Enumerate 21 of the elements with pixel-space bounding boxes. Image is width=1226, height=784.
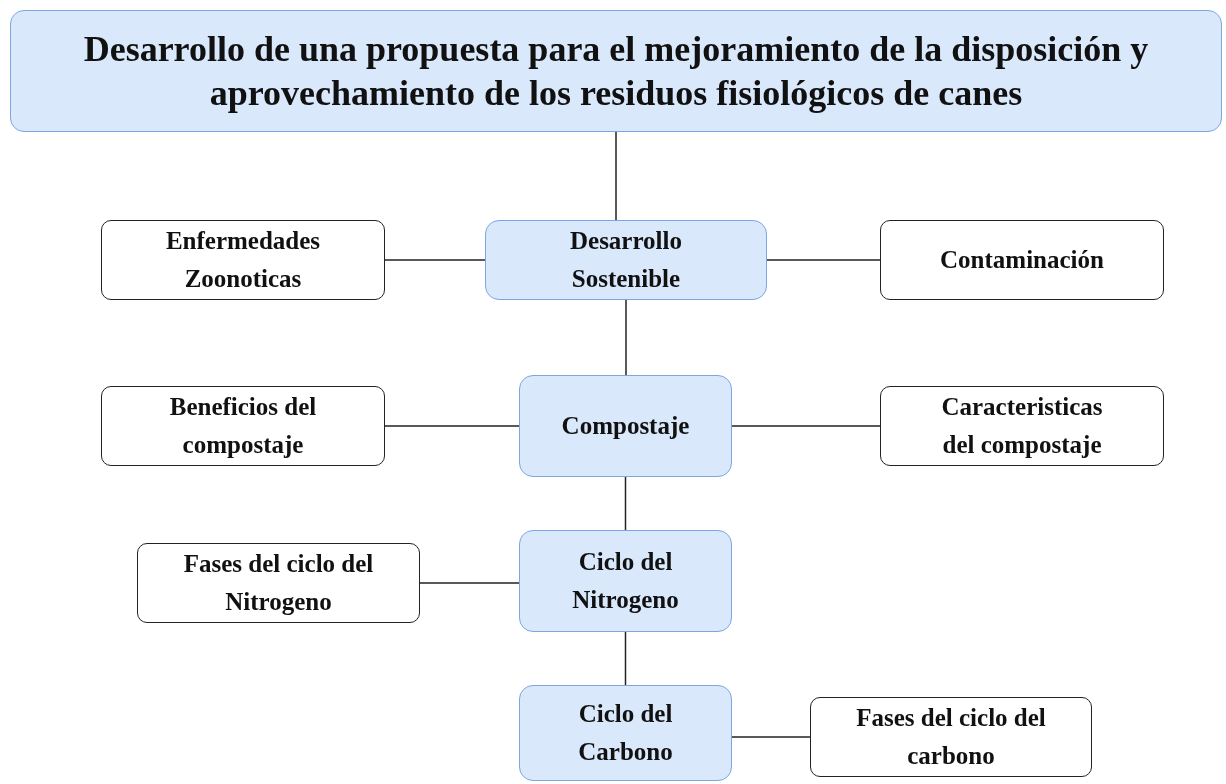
concept-box: Contaminación bbox=[880, 220, 1164, 300]
concept-box: Compostaje bbox=[519, 375, 732, 477]
connector-line bbox=[419, 582, 520, 584]
connector-line bbox=[731, 736, 811, 738]
connector-line bbox=[625, 299, 627, 376]
concept-box: Fases del ciclo del carbono bbox=[810, 697, 1092, 777]
concept-box: Fases del ciclo del Nitrogeno bbox=[137, 543, 420, 623]
concept-box: Enfermedades Zoonoticas bbox=[101, 220, 385, 300]
connector-line bbox=[384, 259, 486, 261]
concept-box: Desarrollo Sostenible bbox=[485, 220, 767, 300]
title-box: Desarrollo de una propuesta para el mejoramiento de la disposición y aprovechamiento de los residuos fisiológicos de canes bbox=[10, 10, 1222, 132]
concept-box: Beneficios del compostaje bbox=[101, 386, 385, 466]
connector-line bbox=[615, 131, 617, 221]
connector-line bbox=[624, 631, 627, 686]
concept-box: Caracteristicas del compostaje bbox=[880, 386, 1164, 466]
connector-line bbox=[731, 425, 881, 427]
concept-box: Ciclo del Carbono bbox=[519, 685, 732, 781]
connector-line bbox=[766, 259, 881, 261]
connector-line bbox=[624, 476, 627, 531]
concept-box: Ciclo del Nitrogeno bbox=[519, 530, 732, 632]
connector-line bbox=[384, 425, 520, 427]
